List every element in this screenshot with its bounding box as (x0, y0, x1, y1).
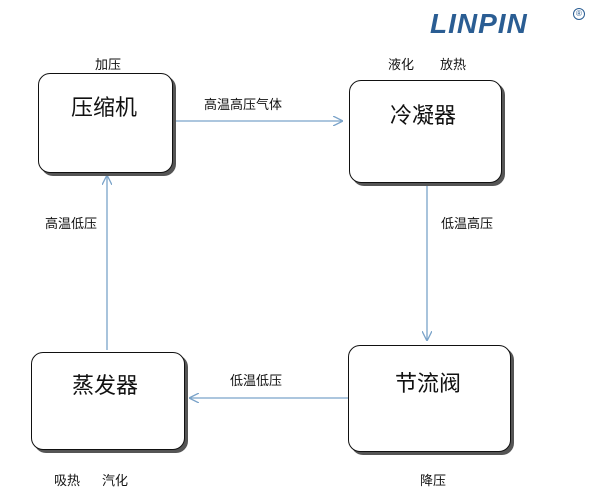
condenser-box (349, 80, 502, 183)
evaporator-note-right: 汽化 (102, 474, 129, 489)
compressor-box (38, 73, 173, 173)
registered-mark: ® (573, 8, 585, 20)
condenser-note-left: 液化 (388, 58, 415, 73)
compressor-label: 压缩机 (71, 96, 138, 121)
valve-label: 节流阀 (395, 372, 462, 397)
edge-label-compressor-condenser: 高温高压气体 (204, 98, 283, 113)
valve-note: 降压 (420, 474, 447, 489)
condenser-label: 冷凝器 (390, 104, 457, 129)
compressor-note: 加压 (95, 58, 122, 73)
linpin-logo: LINPIN (430, 8, 528, 39)
edge-label-condenser-valve: 低温高压 (441, 217, 494, 232)
evaporator-box (31, 352, 185, 450)
valve-box (348, 345, 511, 452)
evaporator-label: 蒸发器 (72, 374, 139, 399)
edge-label-evaporator-compressor: 高温低压 (45, 217, 98, 232)
condenser-note-right: 放热 (440, 58, 467, 73)
edge-label-valve-evaporator: 低温低压 (230, 374, 283, 389)
evaporator-note-left: 吸热 (54, 474, 81, 489)
